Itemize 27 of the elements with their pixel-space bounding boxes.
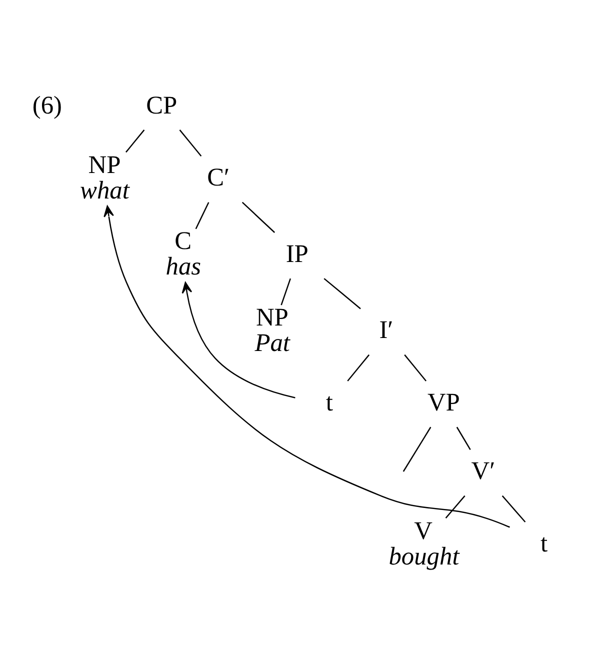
node-text: C′ [207,164,230,192]
node-text: VP [427,388,460,417]
node-text: t [540,530,548,558]
connector [445,495,466,518]
node-text: V bought [388,516,460,570]
connector [402,426,432,472]
connector [456,426,471,450]
connector [195,202,210,230]
arrow [104,206,510,528]
connector [324,278,361,310]
node-text: NP what [80,151,130,204]
connector [404,354,427,382]
label: (6) [32,91,62,120]
connector [242,202,276,233]
connector [179,130,202,157]
node-text: V′ [471,457,496,486]
node-text: NP Pat [254,303,290,357]
node-text: t [326,388,333,417]
node-text: I′ [379,316,394,344]
node-text: IP [286,240,308,268]
node-text: CP [146,91,178,120]
connector [280,278,292,306]
connector [347,354,370,382]
connector [125,130,145,153]
connector [502,495,526,522]
node-text: C has [166,227,202,281]
arrow [182,282,296,398]
